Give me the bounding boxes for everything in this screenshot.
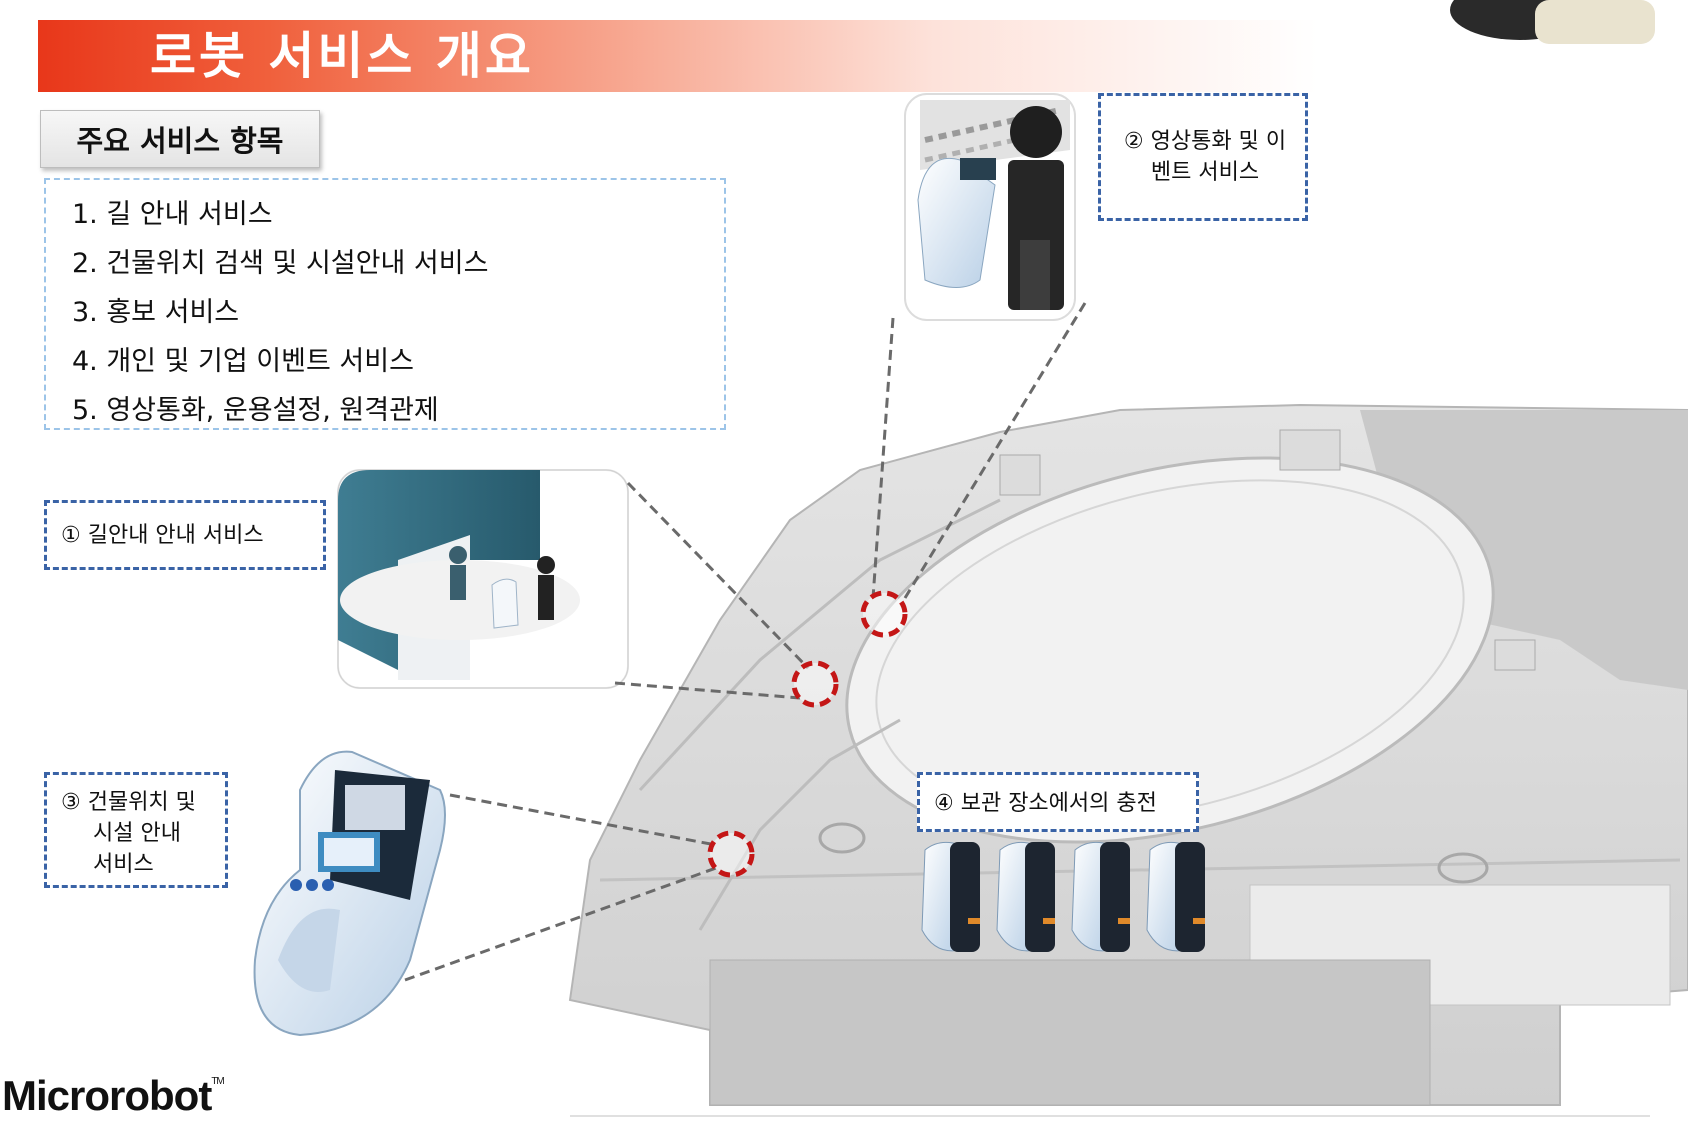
footer-divider (570, 1115, 1650, 1117)
logo-text: Microrobot (2, 1072, 212, 1119)
video-call-scene-image (904, 93, 1076, 321)
callout-text: ① 길안내 안내 서비스 (61, 523, 264, 548)
callout-text: 서비스 (93, 852, 154, 877)
kiosk-robot-image (253, 750, 446, 1037)
service-list: 1. 길 안내 서비스 2. 건물위치 검색 및 시설안내 서비스 3. 홍보 … (44, 178, 726, 430)
callout-leader-lines (404, 302, 1087, 982)
location-markers (707, 590, 908, 878)
company-logo: MicrorobotTM (2, 1072, 225, 1120)
product-thumbnail (1450, 0, 1655, 44)
trademark-mark: TM (211, 1076, 224, 1087)
floor-plan (568, 403, 1688, 1106)
callout-text: ② 영상통화 및 이 (1123, 129, 1287, 154)
callout-building-location: ③ 건물위치 및 시설 안내 서비스 (44, 772, 228, 888)
location-marker (860, 590, 908, 638)
list-item: 5. 영상통화, 운용설정, 원격관제 (72, 395, 439, 426)
callout-wayfinding: ① 길안내 안내 서비스 (44, 500, 326, 570)
title-bar: 로봇 서비스 개요 (38, 20, 1318, 92)
callout-charging: ④ 보관 장소에서의 충전 (917, 772, 1199, 832)
location-marker (791, 660, 839, 708)
callout-text: 벤트 서비스 (1150, 160, 1260, 185)
section-heading: 주요 서비스 항목 (40, 110, 320, 168)
callout-text: ④ 보관 장소에서의 충전 (934, 791, 1157, 816)
charging-robots (921, 841, 1205, 952)
callout-text: 시설 안내 (93, 821, 181, 846)
list-item: 3. 홍보 서비스 (72, 297, 240, 328)
page-title: 로봇 서비스 개요 (150, 27, 534, 85)
callout-video-call: ② 영상통화 및 이 벤트 서비스 (1098, 93, 1308, 221)
list-item: 2. 건물위치 검색 및 시설안내 서비스 (72, 248, 489, 279)
list-item: 4. 개인 및 기업 이벤트 서비스 (72, 346, 414, 377)
wayfinding-scene-image (337, 469, 629, 689)
callout-text: ③ 건물위치 및 (61, 790, 196, 815)
list-item: 1. 길 안내 서비스 (72, 199, 273, 230)
location-marker (707, 830, 755, 878)
